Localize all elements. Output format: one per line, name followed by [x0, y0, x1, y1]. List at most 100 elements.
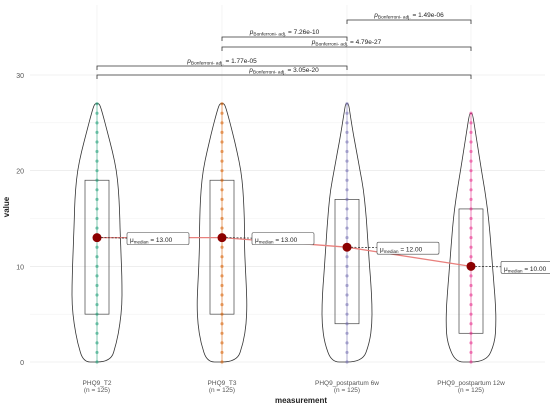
data-point — [220, 111, 224, 115]
median-label-box — [376, 241, 440, 255]
data-point — [469, 283, 473, 288]
data-point — [95, 274, 99, 278]
data-point — [220, 140, 224, 144]
data-point — [345, 169, 349, 173]
x-tick-n-label: (n = 125) — [209, 387, 235, 394]
data-point — [469, 350, 473, 355]
data-point — [345, 178, 349, 182]
data-point — [95, 303, 99, 307]
data-point — [345, 274, 349, 278]
data-point — [220, 341, 224, 345]
median-label-leader — [100, 237, 128, 239]
x-tick-label: PHQ9_postpartum 12w — [437, 380, 505, 387]
data-point — [345, 341, 349, 345]
comparison-bracket — [346, 19, 472, 24]
data-point — [469, 149, 473, 154]
data-point — [95, 226, 99, 230]
data-point — [345, 303, 349, 307]
data-point — [220, 102, 224, 106]
data-point — [95, 140, 99, 144]
data-point — [220, 207, 224, 211]
median-point — [466, 261, 476, 271]
data-point — [345, 102, 349, 106]
data-point — [345, 130, 349, 134]
data-point — [469, 293, 473, 297]
data-point — [469, 121, 473, 125]
data-point — [469, 274, 473, 278]
x-tick-label: PHQ9_T3 — [208, 380, 237, 387]
data-point — [220, 331, 224, 335]
data-point — [95, 130, 99, 134]
data-point — [220, 188, 224, 192]
data-point — [95, 111, 99, 115]
data-point — [469, 255, 473, 259]
data-point — [95, 341, 99, 345]
x-tick-n-label: (n = 125) — [458, 387, 484, 394]
data-point — [345, 216, 349, 221]
data-point — [220, 264, 224, 268]
data-point — [220, 283, 224, 288]
data-point — [469, 216, 473, 221]
data-point — [95, 149, 99, 154]
data-point — [220, 293, 224, 297]
data-point — [469, 312, 473, 316]
median-label-box — [251, 232, 315, 245]
data-point — [345, 350, 349, 355]
data-point — [345, 226, 349, 230]
comparison-layer: pBonferroni- adj. = 1.49e-06 pBonferroni-… — [96, 12, 472, 79]
data-point — [95, 293, 99, 297]
median-point — [92, 233, 102, 243]
data-point — [345, 255, 349, 259]
data-point — [220, 312, 224, 316]
x-tick-label: PHQ9_postpartum 6w — [315, 380, 379, 387]
comparison-p-label: pBonferroni- adj. = 1.77e-05 — [186, 58, 257, 67]
data-point — [345, 312, 349, 316]
comparison-p-label: pBonferroni- adj. = 1.49e-06 — [373, 12, 444, 21]
data-point — [469, 188, 473, 192]
data-point — [220, 360, 224, 364]
median-label-text: μmedian = 13.00 — [130, 237, 173, 245]
data-point — [95, 216, 99, 221]
y-tick-label: 10 — [16, 264, 24, 271]
data-point — [469, 207, 473, 211]
data-point — [469, 197, 473, 201]
x-axis-title: measurement — [275, 396, 327, 405]
data-point — [469, 245, 473, 249]
data-point — [95, 255, 99, 259]
data-point — [469, 178, 473, 182]
median-label-leader — [225, 237, 253, 239]
data-point — [469, 322, 473, 326]
data-point — [95, 360, 99, 364]
data-point — [220, 226, 224, 230]
median-label-box — [500, 261, 550, 274]
data-point — [220, 303, 224, 307]
data-point — [220, 350, 224, 355]
comparison-p-label: pBonferroni- adj. = 4.79e-27 — [311, 39, 382, 48]
grid-layer — [30, 5, 545, 368]
data-point — [469, 341, 473, 345]
data-point — [95, 207, 99, 211]
data-point — [95, 188, 99, 192]
data-point — [220, 255, 224, 259]
data-point — [220, 216, 224, 221]
data-point — [95, 331, 99, 335]
data-point — [95, 283, 99, 288]
data-point — [95, 178, 99, 182]
comparison-p-label: pBonferroni- adj. = 7.26e-10 — [249, 29, 320, 38]
data-point — [220, 149, 224, 154]
median-label-text: μmedian = 10.00 — [504, 266, 547, 274]
data-point — [95, 264, 99, 268]
data-point — [345, 188, 349, 192]
data-point — [469, 331, 473, 335]
data-point — [220, 121, 224, 125]
median-label-leader — [350, 246, 378, 249]
data-point — [345, 236, 349, 240]
data-point — [345, 159, 349, 163]
data-point — [469, 130, 473, 134]
data-point — [345, 322, 349, 326]
data-point — [95, 102, 99, 106]
data-point — [345, 121, 349, 125]
x-tick-n-label: (n = 125) — [334, 387, 360, 394]
data-point — [345, 140, 349, 144]
